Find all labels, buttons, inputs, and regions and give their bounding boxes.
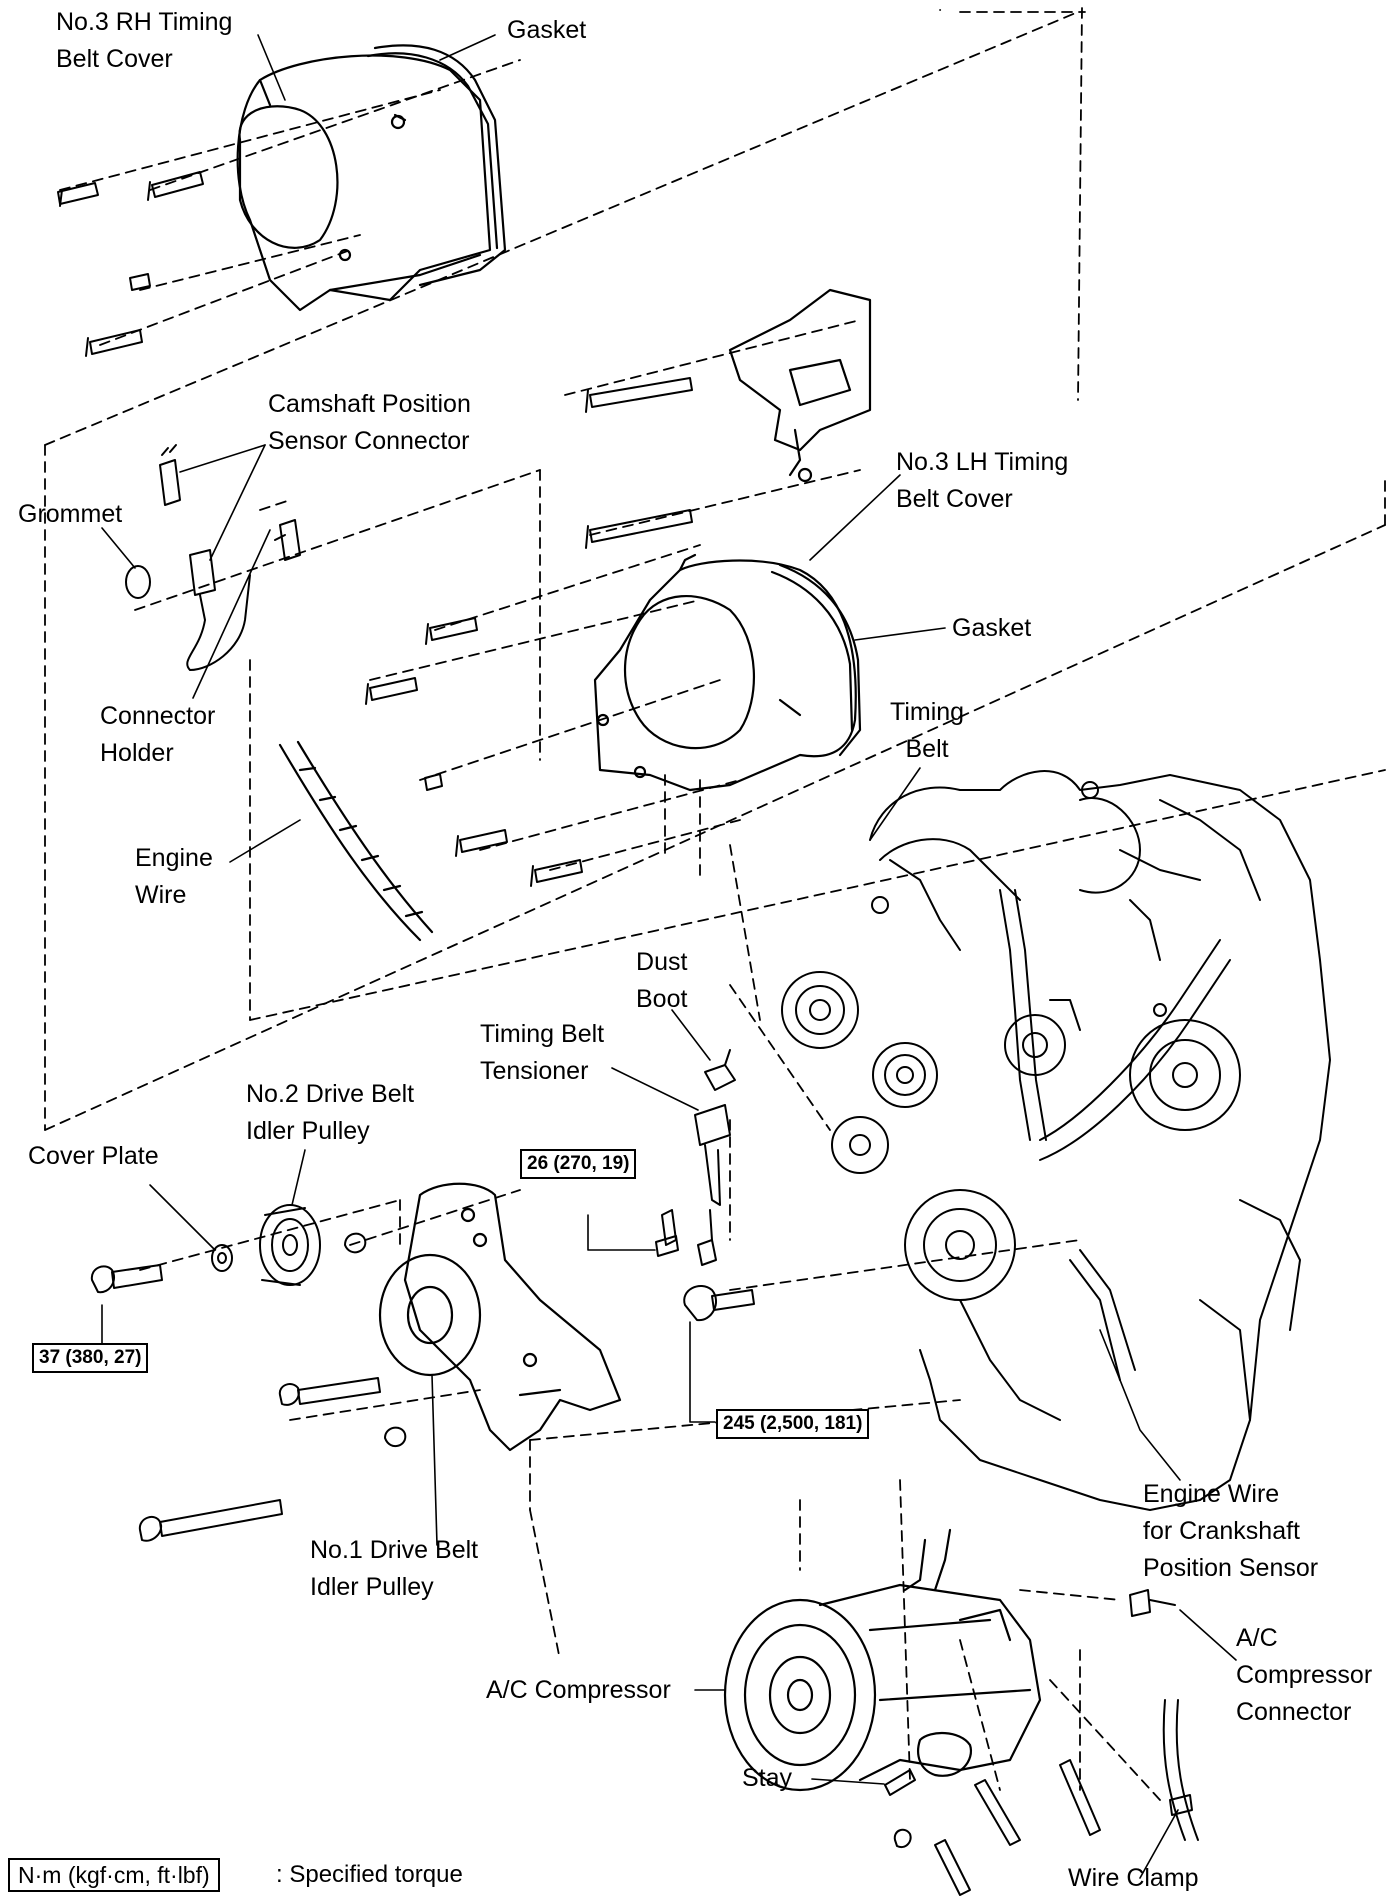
camshaft-connector-assembly: [125, 444, 301, 671]
engine-wire: [278, 740, 434, 942]
ac-compressor: [723, 1528, 1042, 1792]
dashed-guide-lines: [44, 7, 1386, 1801]
torque-245: 245 (2,500, 181): [716, 1409, 870, 1439]
lh-cover-bolts: [365, 617, 583, 887]
rh-cover-bolts: [57, 171, 204, 357]
wire-clamp: [1162, 1699, 1199, 1841]
idler-nut: [344, 1232, 367, 1254]
label-ac-compressor: A/C Compressor: [486, 1676, 671, 1704]
timing-belt-tensioner: [694, 1104, 731, 1266]
idler-bolt-37: [90, 1264, 163, 1294]
lh-bracket-bolts: [585, 377, 693, 549]
lh-cover-gasket: [770, 563, 862, 757]
lh-timing-belt-cover: [593, 553, 857, 792]
label-stay: Stay: [742, 1764, 793, 1792]
torque-26: 26 (270, 19): [520, 1149, 637, 1179]
dust-boot: [704, 1049, 736, 1091]
tensioner-bolt: [655, 1209, 679, 1257]
label-gasket-top: Gasket: [507, 16, 587, 44]
label-grommet: Grommet: [18, 500, 123, 528]
ac-bolts: [893, 1759, 1101, 1896]
engine-assembly: [781, 770, 1331, 1511]
leader-lines: [101, 34, 1237, 1879]
crankshaft-pulley-bolt: [683, 1285, 755, 1322]
legend-description: : Specified torque: [276, 1861, 463, 1888]
lh-upper-bracket: [728, 288, 872, 483]
stay: [884, 1769, 916, 1796]
label-cover-plate: Cover Plate: [28, 1142, 159, 1170]
legend-torque-units: N·m (kgf·cm, ft·lbf): [8, 1858, 220, 1892]
label-gasket-mid: Gasket: [952, 614, 1032, 642]
no2-idler-pulley: [259, 1204, 321, 1286]
torque-37: 37 (380, 27): [32, 1343, 149, 1373]
rh-timing-belt-cover: [236, 54, 492, 312]
rh-cover-gasket: [366, 44, 507, 287]
cover-plate: [211, 1244, 233, 1272]
bracket-bolts: [138, 1377, 407, 1542]
label-wire-clamp: Wire Clamp: [1068, 1864, 1199, 1892]
ac-connector: [1129, 1589, 1176, 1617]
no1-idler-bracket: [378, 1182, 622, 1452]
